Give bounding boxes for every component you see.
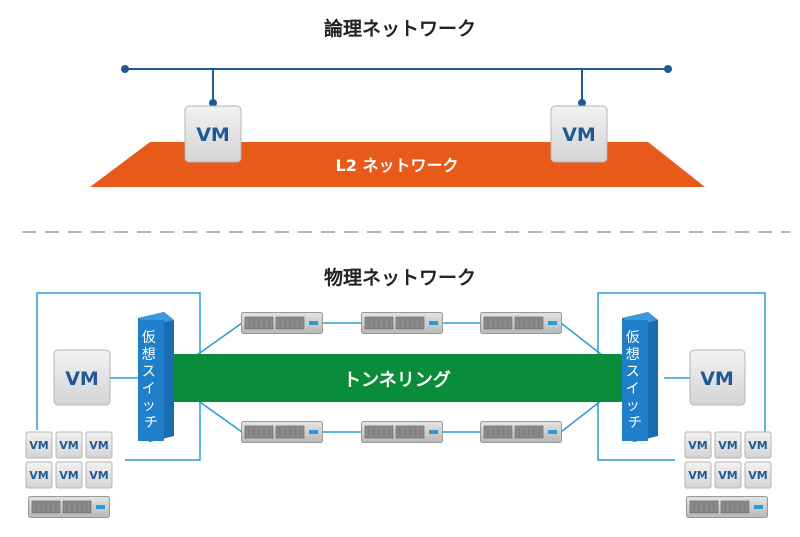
logical-vm-left-label: VM (196, 124, 230, 146)
logical-network-title: 論理ネットワーク (323, 18, 476, 40)
bus-endpoint-right (664, 65, 672, 73)
physical-network-title: 物理ネットワーク (323, 267, 476, 289)
small-vm-label: VM (748, 439, 767, 452)
small-vm-right-1-0: VM (684, 461, 712, 489)
small-vm-left-1-2: VM (85, 461, 113, 489)
virtual-switch-right: 仮 想 ス イ ッ チ (622, 312, 658, 442)
host-left-server (27, 496, 111, 518)
small-vm-right-1-1: VM (714, 461, 742, 489)
small-vm-label: VM (718, 469, 737, 482)
host-right-outline (597, 292, 766, 461)
small-vm-label: VM (89, 469, 108, 482)
small-vm-label: VM (718, 439, 737, 452)
virtual-switch-left: 仮 想 ス イ ッ チ (138, 312, 174, 442)
small-vm-right-0-0: VM (684, 431, 712, 459)
switch-server-top-1 (241, 312, 323, 334)
switch-server-top-2 (361, 312, 443, 334)
host-right-server (685, 496, 769, 518)
logical-vm-right: VM (550, 105, 608, 163)
logical-vm-left: VM (184, 105, 242, 163)
logical-vm-right-label: VM (562, 124, 596, 146)
switch-server-bottom-3 (480, 421, 562, 443)
physical-vm-right-label: VM (700, 368, 734, 390)
small-vm-left-1-1: VM (55, 461, 83, 489)
small-vm-left-0-1: VM (55, 431, 83, 459)
vswitch-left-label: 仮 想 ス イ ッ チ (142, 330, 160, 431)
small-vm-label: VM (29, 439, 48, 452)
switch-server-top-3 (480, 312, 562, 334)
physical-links (110, 322, 690, 433)
small-vm-right-0-1: VM (714, 431, 742, 459)
bus-endpoint-left (121, 65, 129, 73)
switch-server-bottom-1 (241, 421, 323, 443)
small-vm-label: VM (59, 439, 78, 452)
vswitch-right-label: 仮 想 ス イ ッ チ (626, 330, 644, 431)
small-vm-right-0-2: VM (744, 431, 772, 459)
small-vm-label: VM (748, 469, 767, 482)
physical-vm-left: VM (53, 349, 111, 406)
switch-server-bottom-2 (361, 421, 443, 443)
small-vm-left-1-0: VM (25, 461, 53, 489)
vm-right-port (578, 99, 586, 107)
small-vm-right-1-2: VM (744, 461, 772, 489)
small-vm-label: VM (29, 469, 48, 482)
small-vm-label: VM (89, 439, 108, 452)
physical-vm-left-label: VM (65, 368, 99, 390)
small-vm-label: VM (688, 469, 707, 482)
host-left-outline (36, 292, 201, 461)
small-vm-left-0-2: VM (85, 431, 113, 459)
physical-vm-right: VM (689, 349, 746, 406)
host-right-vm-grid: VM VM VM VM VM VM (684, 431, 772, 489)
host-left-vm-grid: VM VM VM VM VM VM (25, 431, 113, 489)
l2-network-label: L2 ネットワーク (336, 156, 459, 175)
small-vm-left-0-0: VM (25, 431, 53, 459)
small-vm-label: VM (59, 469, 78, 482)
tunnel-pipe (160, 354, 620, 402)
vm-left-port (209, 99, 217, 107)
small-vm-label: VM (688, 439, 707, 452)
tunnel-label: トンネリング (343, 369, 451, 391)
